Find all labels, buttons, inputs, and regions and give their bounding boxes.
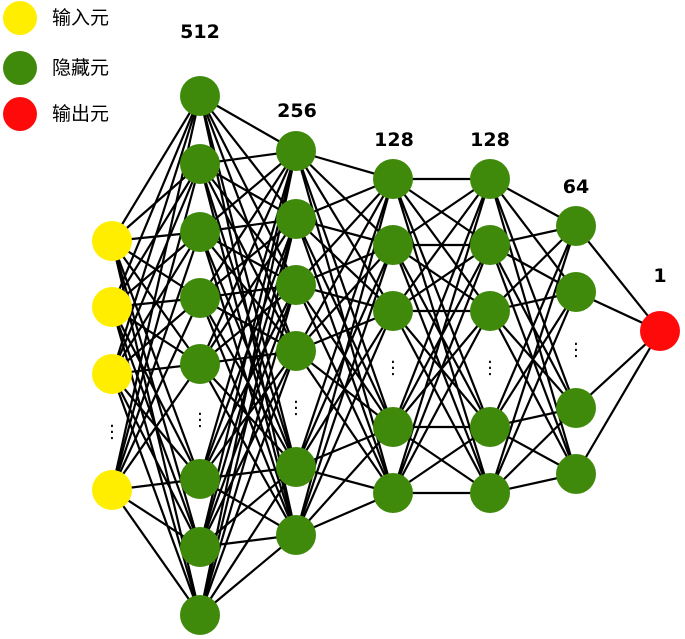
neurons: [92, 76, 680, 635]
connection-line: [110, 163, 202, 375]
hidden-neuron: [180, 278, 220, 318]
hidden-neuron: [556, 454, 596, 494]
ellipsis-markers: ⋮ ⋮ ⋮ ⋮ ⋮ ⋮: [103, 340, 585, 443]
input-neuron: [92, 221, 132, 261]
connection-line: [575, 330, 661, 475]
connection-line: [198, 350, 298, 616]
hidden-neuron: [180, 344, 220, 384]
input-neuron: [92, 287, 132, 327]
connection-line: [111, 297, 201, 491]
ellipsis-marker: ⋮: [384, 358, 402, 379]
hidden-neuron: [373, 291, 413, 331]
layer-size-label: 128: [374, 129, 414, 151]
connection-line: [199, 150, 297, 299]
connection-line: [489, 407, 577, 494]
output-neuron: [640, 311, 680, 351]
connection-line: [198, 150, 298, 480]
legend-label: 隐藏元: [52, 57, 109, 79]
hidden-neuron: [276, 331, 316, 371]
ellipsis-marker: ⋮: [287, 398, 305, 419]
legend-swatch: [3, 51, 37, 85]
hidden-neuron: [470, 407, 510, 447]
connection-line: [575, 225, 661, 332]
legend-label: 输入元: [52, 7, 109, 29]
layer-size-label: 256: [277, 100, 317, 122]
hidden-neuron: [373, 473, 413, 513]
connection-line: [295, 426, 394, 536]
legend-label: 输出元: [52, 103, 109, 125]
hidden-neuron: [556, 272, 596, 312]
hidden-neuron: [180, 212, 220, 252]
connection-line: [110, 231, 202, 491]
layer-size-label: 128: [470, 129, 510, 151]
connection-line: [488, 225, 578, 428]
connection-line: [111, 363, 201, 491]
connection-line: [391, 244, 492, 494]
layer-size-label: 512: [180, 21, 220, 43]
connection-line: [295, 244, 394, 352]
connection-line: [110, 95, 202, 375]
hidden-neuron: [180, 595, 220, 635]
connection-line: [295, 178, 394, 352]
connection-line: [294, 150, 395, 428]
hidden-neuron: [470, 473, 510, 513]
connection-line: [111, 489, 201, 616]
connection-line: [199, 466, 297, 616]
connection-line: [198, 150, 298, 365]
connection-line: [392, 310, 491, 494]
connection-line: [111, 373, 201, 548]
hidden-neuron: [180, 144, 220, 184]
connection-line: [110, 373, 202, 616]
hidden-neuron: [556, 388, 596, 428]
ellipsis-marker: ⋮: [103, 422, 121, 443]
connection-line: [391, 178, 492, 494]
ellipsis-marker: ⋮: [567, 340, 585, 361]
connection-line: [294, 178, 395, 468]
connection-line: [111, 231, 201, 375]
ellipsis-marker: ⋮: [191, 410, 209, 431]
connection-line: [488, 291, 578, 494]
connection-line: [110, 163, 202, 491]
hidden-neuron: [470, 291, 510, 331]
connection-line: [488, 225, 578, 494]
hidden-neuron: [276, 199, 316, 239]
hidden-neuron: [373, 225, 413, 265]
hidden-neuron: [276, 447, 316, 487]
hidden-neuron: [180, 76, 220, 116]
input-neuron: [92, 470, 132, 510]
layer-size-labels: 512 256 128 128 64 1: [180, 21, 666, 287]
connection-line: [294, 244, 395, 536]
connection-line: [199, 534, 297, 616]
connection-line: [391, 178, 492, 428]
layer-size-label: 64: [563, 176, 589, 198]
legend-swatch: [3, 1, 37, 35]
ellipsis-marker: ⋮: [481, 358, 499, 379]
legend-swatch: [3, 97, 37, 131]
layer-size-label: 1: [653, 265, 666, 287]
connection-line: [489, 225, 577, 312]
hidden-neuron: [180, 459, 220, 499]
connection-line: [295, 178, 394, 286]
hidden-neuron: [180, 527, 220, 567]
hidden-neuron: [373, 407, 413, 447]
hidden-neuron: [556, 206, 596, 246]
hidden-neuron: [470, 225, 510, 265]
connection-line: [199, 218, 297, 365]
hidden-neuron: [276, 265, 316, 305]
connection-line: [110, 95, 202, 308]
connection-line: [111, 95, 201, 242]
input-neuron: [92, 354, 132, 394]
connection-line: [488, 178, 578, 409]
hidden-neuron: [373, 159, 413, 199]
hidden-neuron: [470, 159, 510, 199]
hidden-neuron: [276, 515, 316, 555]
connection-line: [199, 150, 297, 233]
hidden-neuron: [276, 131, 316, 171]
connection-line: [392, 178, 491, 312]
connection-line: [199, 284, 297, 365]
connection-line: [294, 310, 395, 536]
